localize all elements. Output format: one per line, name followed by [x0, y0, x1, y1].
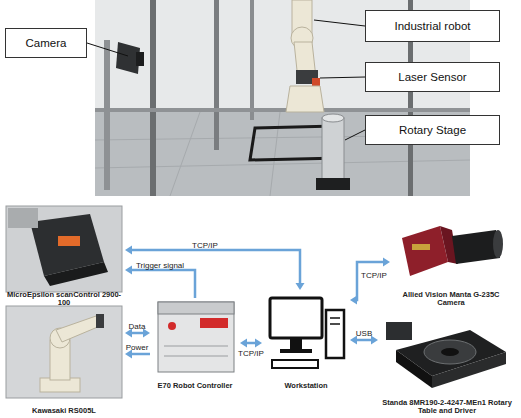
arrow-head	[383, 258, 390, 267]
arrow-head	[296, 283, 305, 290]
connector-label: TCP/IP	[361, 272, 387, 280]
device-caption: MicroEpsilon scanControl 2900-100	[3, 291, 125, 308]
robot-picture	[6, 306, 122, 398]
device-caption: E70 Robot Controller	[157, 382, 232, 391]
connector-label: Data	[129, 323, 146, 331]
device-caption: Kawasaki RS005L	[32, 407, 96, 416]
controller-picture	[158, 302, 234, 372]
arrow-head	[255, 339, 262, 348]
connector-arrow	[130, 353, 150, 356]
connector-label: TCP/IP	[238, 350, 264, 358]
camera-picture	[402, 226, 503, 276]
device-caption: Standa 8MR190-2-4247-MEn1 Rotary Table a…	[378, 399, 516, 416]
callout-label: Laser Sensor	[398, 71, 466, 84]
connector-arrow	[355, 339, 373, 342]
callout-box: Camera	[5, 28, 87, 58]
connector-label: Trigger signal	[136, 262, 184, 270]
connector-label: Power	[126, 344, 149, 352]
connector-label: USB	[356, 330, 372, 338]
connector-arrow	[355, 262, 385, 300]
device-node: MicroEpsilon scanControl 2900-100	[3, 205, 125, 308]
arrow-head	[240, 339, 247, 348]
connector-arrow	[130, 250, 300, 285]
rotary-table-picture	[386, 322, 506, 388]
callout-label: Rotary Stage	[399, 124, 466, 137]
device-node: Kawasaki RS005L	[3, 305, 125, 416]
callout-box: Rotary Stage	[365, 115, 500, 145]
callout-box: Industrial robot	[365, 10, 500, 42]
device-caption: Workstation	[284, 382, 327, 391]
leader-lines	[87, 20, 365, 140]
connector-arrow	[130, 332, 145, 335]
callout-box: Laser Sensor	[365, 62, 500, 92]
scanner-picture	[6, 206, 122, 292]
device-node: E70 Robot Controller	[150, 298, 240, 391]
computer-picture	[270, 298, 344, 368]
connector-arrow	[245, 342, 257, 345]
device-caption: Allied Vision Manta G-235C Camera	[390, 291, 512, 308]
device-node: Allied Vision Manta G-235C Camera	[390, 218, 512, 308]
arrow-head	[125, 266, 132, 275]
connector-label: TCP/IP	[192, 242, 218, 250]
lab-photo	[95, 0, 470, 196]
arrow-head	[350, 296, 357, 305]
device-node: Workstation	[262, 290, 350, 391]
device-node: Standa 8MR190-2-4247-MEn1 Rotary Table a…	[378, 315, 516, 416]
callout-label: Industrial robot	[394, 20, 470, 33]
arrow-head	[125, 246, 132, 255]
connector-arrow	[130, 270, 195, 298]
callout-label: Camera	[26, 37, 67, 50]
